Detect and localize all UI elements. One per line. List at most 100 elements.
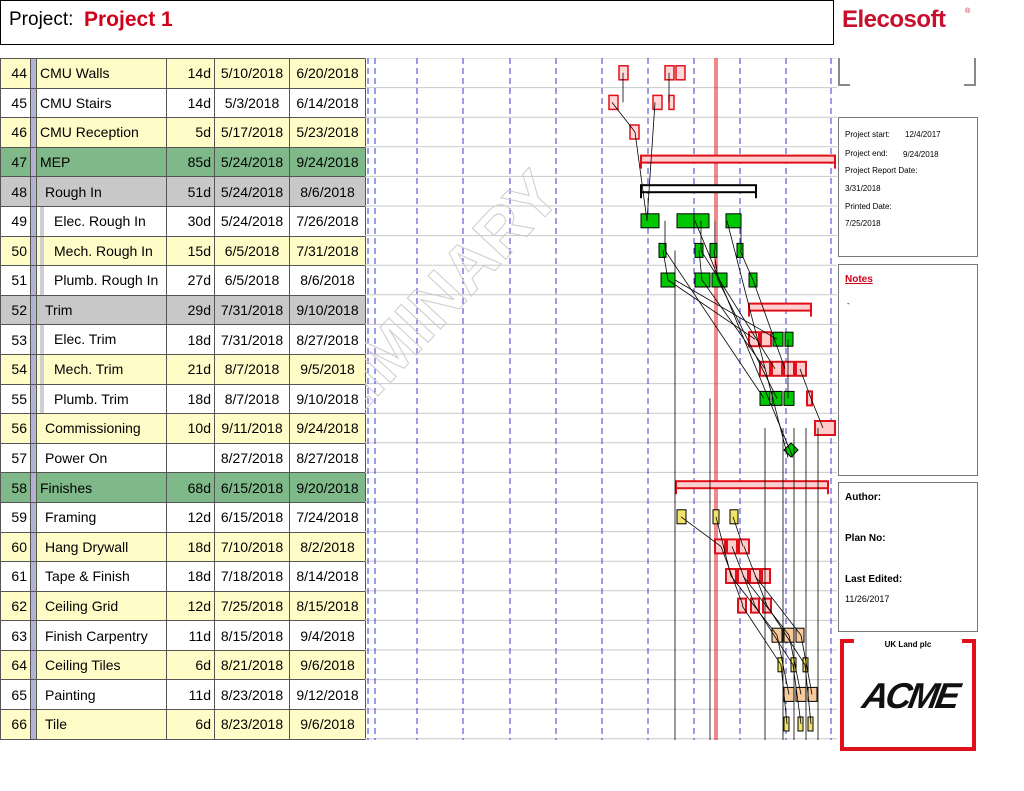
project-name: Project 1 <box>84 8 173 31</box>
task-id: 58 <box>0 472 31 503</box>
task-start: 7/10/2018 <box>214 531 290 563</box>
task-bar <box>783 390 795 406</box>
client-logo: ACME <box>859 675 961 716</box>
task-name-text: Framing <box>45 509 97 526</box>
task-duration: 10d <box>166 413 215 444</box>
dependency-link <box>726 220 789 458</box>
task-start: 5/17/2018 <box>214 117 290 148</box>
task-id: 47 <box>0 146 31 178</box>
task-bar-critical <box>618 65 629 81</box>
task-id: 53 <box>0 324 31 355</box>
dependency-link <box>674 279 778 340</box>
task-duration: 68d <box>166 472 215 503</box>
task-id: 62 <box>0 590 31 622</box>
task-start: 5/24/2018 <box>214 146 290 178</box>
task-end: 9/5/2018 <box>289 353 366 385</box>
task-end: 9/12/2018 <box>289 679 366 711</box>
task-name-text: Mech. Rough In <box>40 237 153 265</box>
task-start: 6/5/2018 <box>214 265 290 296</box>
task-bar <box>795 627 805 643</box>
task-id: 66 <box>0 709 31 740</box>
dependency-link <box>754 605 794 666</box>
printed-date-value: 7/25/2018 <box>845 219 881 228</box>
task-start: 8/21/2018 <box>214 649 290 681</box>
author-label: Author: <box>845 492 882 503</box>
task-name: Hang Drywall <box>36 531 167 563</box>
milestone-power-on <box>783 442 799 458</box>
task-id: 57 <box>0 442 31 474</box>
task-name-text: Tile <box>45 716 68 733</box>
task-name: Ceiling Tiles <box>36 649 167 681</box>
task-bar-critical <box>714 538 726 555</box>
task-name: Mech. Trim <box>36 353 167 385</box>
task-bar <box>772 331 784 347</box>
task-end: 8/14/2018 <box>289 561 366 592</box>
task-duration: 11d <box>166 679 215 711</box>
logo-registered-mark: ® <box>965 8 971 15</box>
task-duration: 18d <box>166 383 215 415</box>
task-end: 9/6/2018 <box>289 709 366 740</box>
task-id: 48 <box>0 176 31 207</box>
last-edited-label: Last Edited: <box>845 574 903 585</box>
task-end: 8/15/2018 <box>289 590 366 622</box>
task-start: 8/23/2018 <box>214 679 290 711</box>
dependency-link <box>634 131 648 221</box>
project-label: Project: <box>9 9 74 30</box>
task-bar-critical <box>761 568 771 584</box>
task-bar-critical <box>652 94 663 111</box>
task-name-text: CMU Reception <box>40 124 139 141</box>
task-name-text: Tape & Finish <box>45 568 130 585</box>
task-duration: 51d <box>166 176 215 207</box>
task-id: 61 <box>0 561 31 592</box>
project-end-value: 9/24/2018 <box>903 150 939 159</box>
task-id: 54 <box>0 353 31 385</box>
task-name-text: Finish Carpentry <box>45 627 148 644</box>
task-start: 7/18/2018 <box>214 561 290 592</box>
task-bar <box>693 213 710 229</box>
summary-bar <box>748 302 812 312</box>
project-dates-panel: Project start: 12/4/2017 Project end: 9/… <box>838 117 978 257</box>
task-start: 5/24/2018 <box>214 176 290 207</box>
notes-panel: Notes - <box>838 264 978 476</box>
dependency-link <box>810 398 824 429</box>
client-frame-corner-left <box>840 639 854 643</box>
task-id: 64 <box>0 649 31 681</box>
task-name-text: Finishes <box>40 479 93 496</box>
task-bar-critical <box>760 331 772 348</box>
author-panel: Author: Plan No: Last Edited: 11/26/2017 <box>838 482 978 632</box>
plan-no-label: Plan No: <box>845 533 886 544</box>
task-name: Plumb. Trim <box>36 383 167 415</box>
task-end: 9/10/2018 <box>289 294 366 326</box>
task-id: 51 <box>0 265 31 296</box>
task-start: 6/15/2018 <box>214 501 290 533</box>
task-id: 49 <box>0 205 31 237</box>
task-bar-critical <box>675 65 686 81</box>
task-duration: 30d <box>166 205 215 237</box>
task-bar-critical <box>814 420 836 436</box>
summary-bar <box>675 480 829 490</box>
